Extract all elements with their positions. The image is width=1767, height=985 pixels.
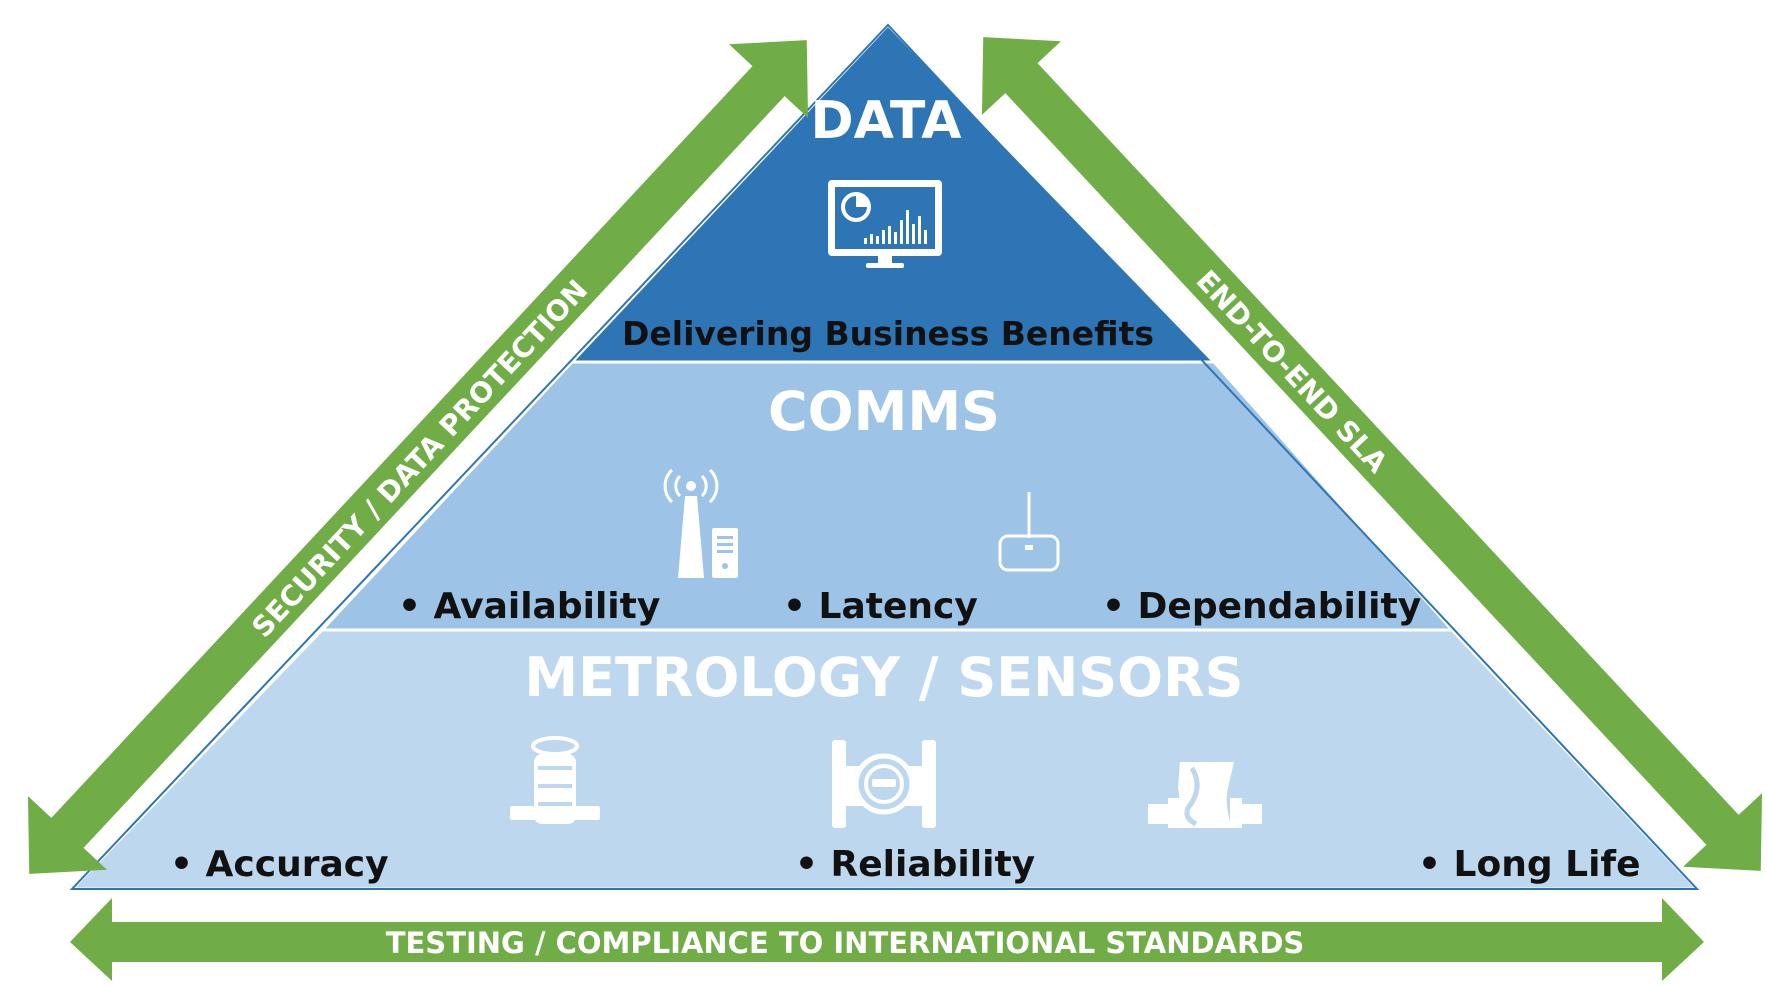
metrology-bullet-accuracy: • Accuracy bbox=[170, 844, 389, 885]
monitor-chart-icon bbox=[828, 180, 942, 268]
comms-bullet-latency: • Latency bbox=[783, 586, 978, 627]
bottom-arrow: TESTING / COMPLIANCE TO INTERNATIONAL ST… bbox=[70, 898, 1704, 981]
flow-meter-icon bbox=[832, 740, 936, 828]
comms-title: COMMS bbox=[768, 380, 1000, 443]
radio-tower-icon bbox=[663, 468, 738, 578]
bottom-arrow-label: TESTING / COMPLIANCE TO INTERNATIONAL ST… bbox=[386, 926, 1305, 960]
data-title: DATA bbox=[810, 91, 961, 151]
metrology-bullet-reliability: • Reliability bbox=[795, 844, 1035, 885]
metrology-bullet-long-life: • Long Life bbox=[1418, 844, 1641, 885]
comms-bullet-availability: • Availability bbox=[398, 586, 660, 627]
data-subtitle: Delivering Business Benefits bbox=[622, 314, 1154, 353]
antenna-module-icon bbox=[998, 492, 1060, 572]
water-meter-icon bbox=[510, 736, 600, 824]
comms-bullet-dependability: • Dependability bbox=[1102, 586, 1421, 627]
metrology-title: METROLOGY / SENSORS bbox=[524, 646, 1243, 709]
pipe-valve-icon bbox=[1148, 762, 1262, 828]
pyramid-outline bbox=[69, 23, 1700, 890]
